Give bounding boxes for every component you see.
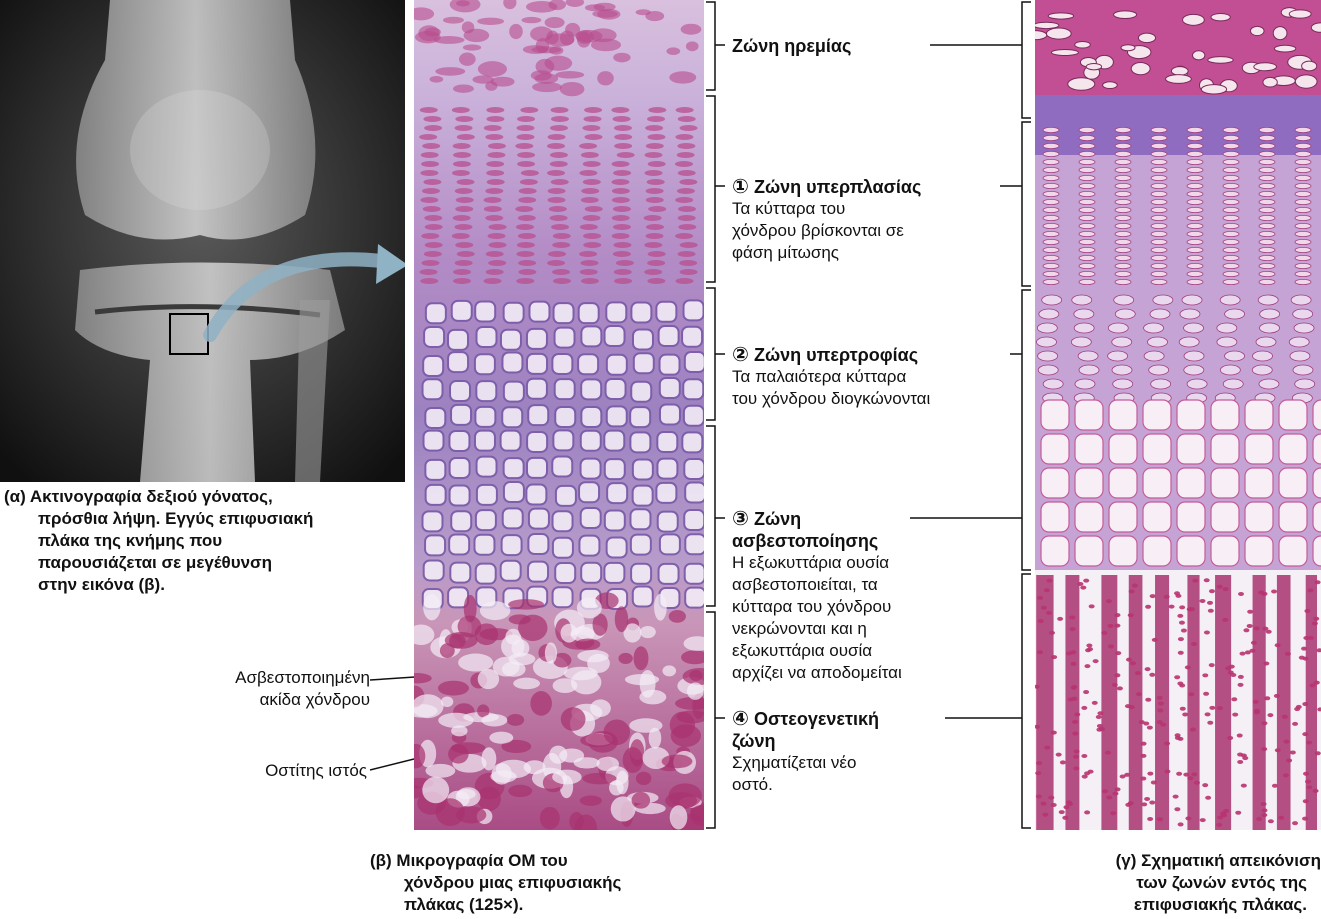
label-bone-tissue: Οστίτης ιστός [180, 760, 367, 782]
label-calcified-spicule: Ασβεστοποιημένη ακίδα χόνδρου [175, 667, 370, 711]
schematic-image [1035, 0, 1321, 830]
brackets-b [700, 0, 730, 832]
caption-c: (γ) Σχηματική απεικόνιση των ζωνών εντός… [1000, 850, 1321, 916]
micrograph-image [414, 0, 704, 830]
caption-a: (α) Ακτινογραφία δεξιού γόνατος, πρόσθια… [4, 486, 409, 596]
connectors-c [900, 0, 1040, 832]
xray-image [0, 0, 405, 482]
caption-b: (β) Μικρογραφία ΟΜ του χόνδρου μιας επιφ… [370, 850, 710, 916]
